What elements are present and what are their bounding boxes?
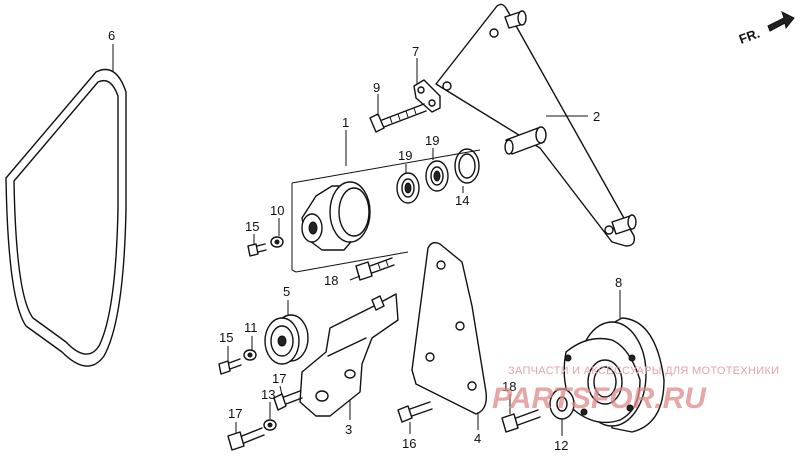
front-label: FR.	[737, 26, 762, 47]
callout-16: 16	[402, 436, 416, 451]
watermark-brand: PARTSFOR.RU	[492, 382, 707, 415]
callout-14: 14	[455, 193, 469, 208]
pulley-assembly	[291, 148, 481, 273]
callout-9: 9	[373, 80, 380, 95]
callout-19-right: 19	[425, 133, 439, 148]
bearing-left	[396, 172, 420, 204]
callout-15-upper: 15	[245, 219, 259, 234]
small-plate	[413, 79, 441, 113]
triangular-bracket	[435, 3, 637, 247]
callout-11: 11	[244, 320, 258, 335]
drive-belt	[5, 68, 127, 367]
watermark-tagline: ЗАПЧАСТИ И АКСЕССУАРЫ ДЛЯ МОТОТЕХНИКИ	[508, 365, 779, 377]
washer-upper	[270, 236, 284, 248]
snap-ring	[454, 148, 480, 184]
callout-3: 3	[345, 422, 352, 437]
callout-6: 6	[108, 28, 115, 43]
tensioner-arm	[299, 293, 399, 417]
callout-19-left: 19	[398, 148, 412, 163]
mounting-plate	[411, 241, 487, 415]
flange-bolt-16	[397, 401, 433, 423]
flange-bolt-bottom	[227, 427, 265, 451]
callout-18-lower: 18	[502, 379, 516, 394]
callout-8: 8	[615, 275, 622, 290]
callout-13: 13	[261, 387, 275, 402]
callout-labels: 6 1 2 7 9 19 19 14 10 15 18 5 11 15 17 1…	[108, 28, 622, 453]
idler-pulley	[264, 314, 309, 365]
drive-hub	[563, 317, 665, 433]
callout-17-upper: 17	[272, 371, 286, 386]
callout-15-lower: 15	[219, 330, 233, 345]
large-washer	[549, 388, 575, 420]
front-orientation-marker: FR.	[737, 11, 795, 47]
small-bolt-upper	[247, 243, 267, 257]
washer-middle	[243, 349, 257, 361]
flange-bolt-middle	[273, 390, 303, 411]
leader-lines	[112, 44, 621, 436]
bracket-stud-bottom	[611, 214, 637, 235]
bearing-right	[425, 160, 449, 192]
callout-1: 1	[342, 115, 349, 130]
washer-lower	[263, 419, 277, 431]
callout-2: 2	[593, 109, 600, 124]
arrow-right-icon	[767, 11, 795, 32]
callout-7: 7	[412, 44, 419, 59]
callout-17-lower: 17	[228, 406, 242, 421]
small-bolt-lower	[218, 358, 242, 375]
callout-12: 12	[554, 438, 568, 453]
callout-10: 10	[270, 203, 284, 218]
callout-18-upper: 18	[324, 273, 338, 288]
callout-5: 5	[283, 284, 290, 299]
pulley-hub	[301, 181, 371, 251]
watermark: ЗАПЧАСТИ И АКСЕССУАРЫ ДЛЯ МОТОТЕХНИКИ PA…	[492, 365, 779, 415]
flange-bolt-upper	[355, 257, 395, 281]
long-bolt	[369, 103, 427, 133]
flange-bolt-lower	[501, 409, 541, 433]
bracket-spacer-collar	[504, 126, 547, 155]
callout-4: 4	[474, 431, 481, 446]
bracket-stud-top	[504, 10, 527, 29]
